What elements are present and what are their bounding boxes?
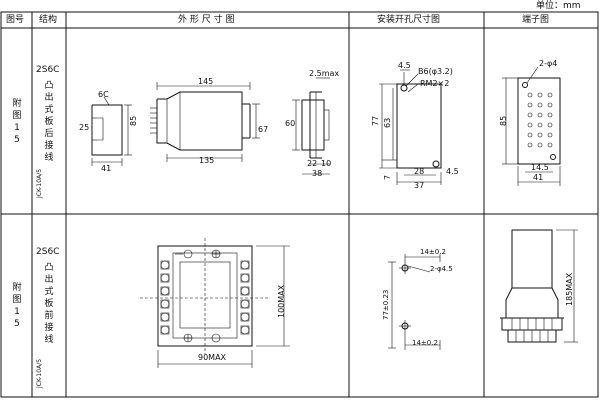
- row2-code: 2S6C: [36, 247, 60, 257]
- mount-dim-4-5b: 4.5: [446, 167, 459, 176]
- dim-25: 25: [79, 123, 90, 132]
- header-mounting: 安装开孔尺寸图: [377, 15, 441, 25]
- mount-dim-28: 28: [414, 167, 425, 176]
- header-terminal: 端子图: [522, 15, 550, 25]
- dim-41: 41: [101, 164, 112, 173]
- dim-22: 22: [307, 159, 318, 168]
- dim-135: 135: [199, 156, 215, 165]
- header-outline: 外 形 尺 寸 图: [178, 15, 235, 25]
- header-figure-no: 图号: [6, 15, 25, 25]
- row2-description: 凸出式板前接线: [44, 263, 54, 345]
- dim-67: 67: [258, 125, 269, 134]
- mount-dim-4-5a: 4.5: [398, 61, 411, 70]
- mount2-holes: 2-φ4.5: [430, 265, 453, 273]
- terminal-dim-41: 41: [533, 173, 544, 182]
- mount2-dim-14a: 14±0.2: [420, 248, 446, 256]
- row1-code: 2S6C: [36, 65, 60, 75]
- mount-dim-b6: B6(φ3.2): [418, 67, 453, 76]
- terminal2-dim-185max: 185MAX: [565, 272, 574, 306]
- mount-dim-37: 37: [414, 181, 425, 190]
- mount2-dim-14b: 14±0.2: [412, 339, 438, 347]
- terminal-holes: 2-φ4: [539, 59, 558, 68]
- terminal-dim-14-5: 14.5: [531, 163, 549, 172]
- dim-6c: 6C: [98, 90, 109, 99]
- dim-10: 10: [321, 159, 332, 168]
- dim-2-5max: 2.5max: [309, 69, 340, 78]
- dim-38: 38: [312, 169, 323, 178]
- unit-label: 单位：mm: [536, 1, 581, 11]
- row1-description: 凸出式板后接线: [44, 81, 54, 163]
- dim-60: 60: [285, 119, 296, 128]
- header-structure: 结构: [39, 15, 58, 25]
- dim-145: 145: [198, 77, 214, 86]
- mount-dim-rm2: RM2×2: [420, 79, 450, 88]
- dim-90max: 90MAX: [198, 353, 227, 362]
